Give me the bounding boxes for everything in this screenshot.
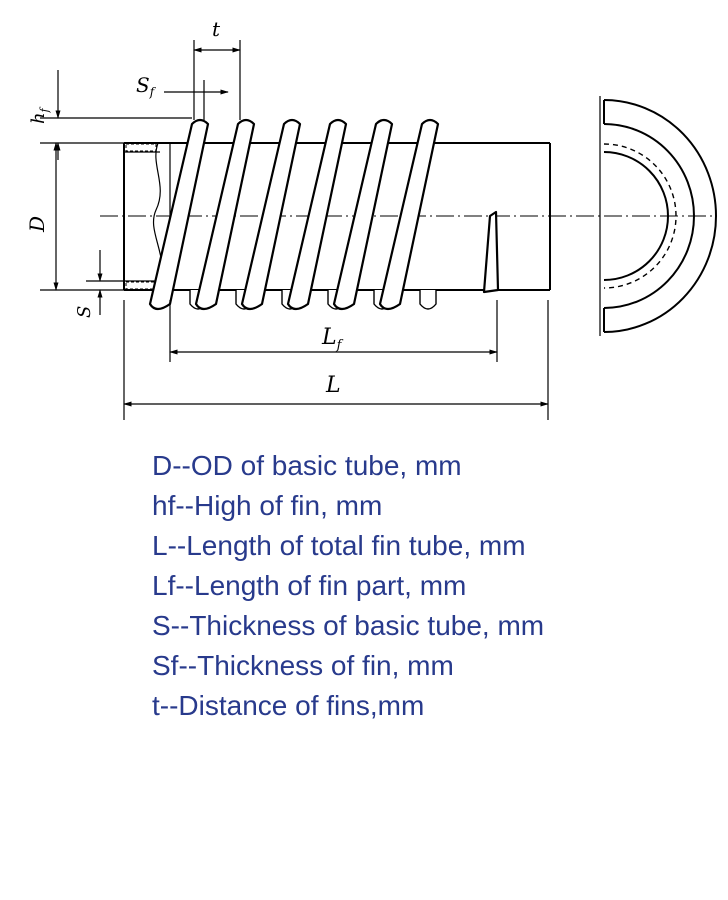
label-hf: hf — [28, 106, 51, 124]
legend-item-hf: hf--High of fin, mm — [152, 490, 383, 521]
legend-item-d: D--OD of basic tube, mm — [152, 450, 462, 481]
legend-item-s: S--Thickness of basic tube, mm — [152, 610, 545, 641]
legend-item-l: L--Length of total fin tube, mm — [152, 530, 526, 561]
legend-item-lf: Lf--Length of fin part, mm — [152, 570, 467, 601]
fin-2 — [194, 118, 256, 311]
fin-1 — [148, 118, 210, 311]
dimension-lines — [40, 40, 549, 420]
fin-4 — [286, 118, 348, 311]
fin-3 — [240, 118, 302, 311]
fin-7 — [482, 210, 500, 294]
label-l: L — [325, 373, 341, 398]
fin-5 — [332, 118, 394, 311]
label-lf: Lf — [321, 325, 344, 353]
fin-tube-drawing: t Sf hf D S Lf L — [25, 17, 717, 420]
helical-fins — [148, 118, 500, 311]
legend-item-t: t--Distance of fins,mm — [152, 690, 425, 721]
label-t: t — [212, 17, 221, 41]
cross-section-view — [599, 96, 717, 336]
fin-loop-6 — [419, 290, 437, 310]
legend-item-sf: Sf--Thickness of fin, mm — [152, 650, 454, 681]
legend-list: D--OD of basic tube, mm hf--High of fin,… — [152, 446, 712, 726]
fin-6 — [378, 118, 440, 311]
label-sf: Sf — [136, 73, 157, 99]
label-s: S — [74, 306, 95, 318]
label-d: D — [25, 216, 49, 233]
